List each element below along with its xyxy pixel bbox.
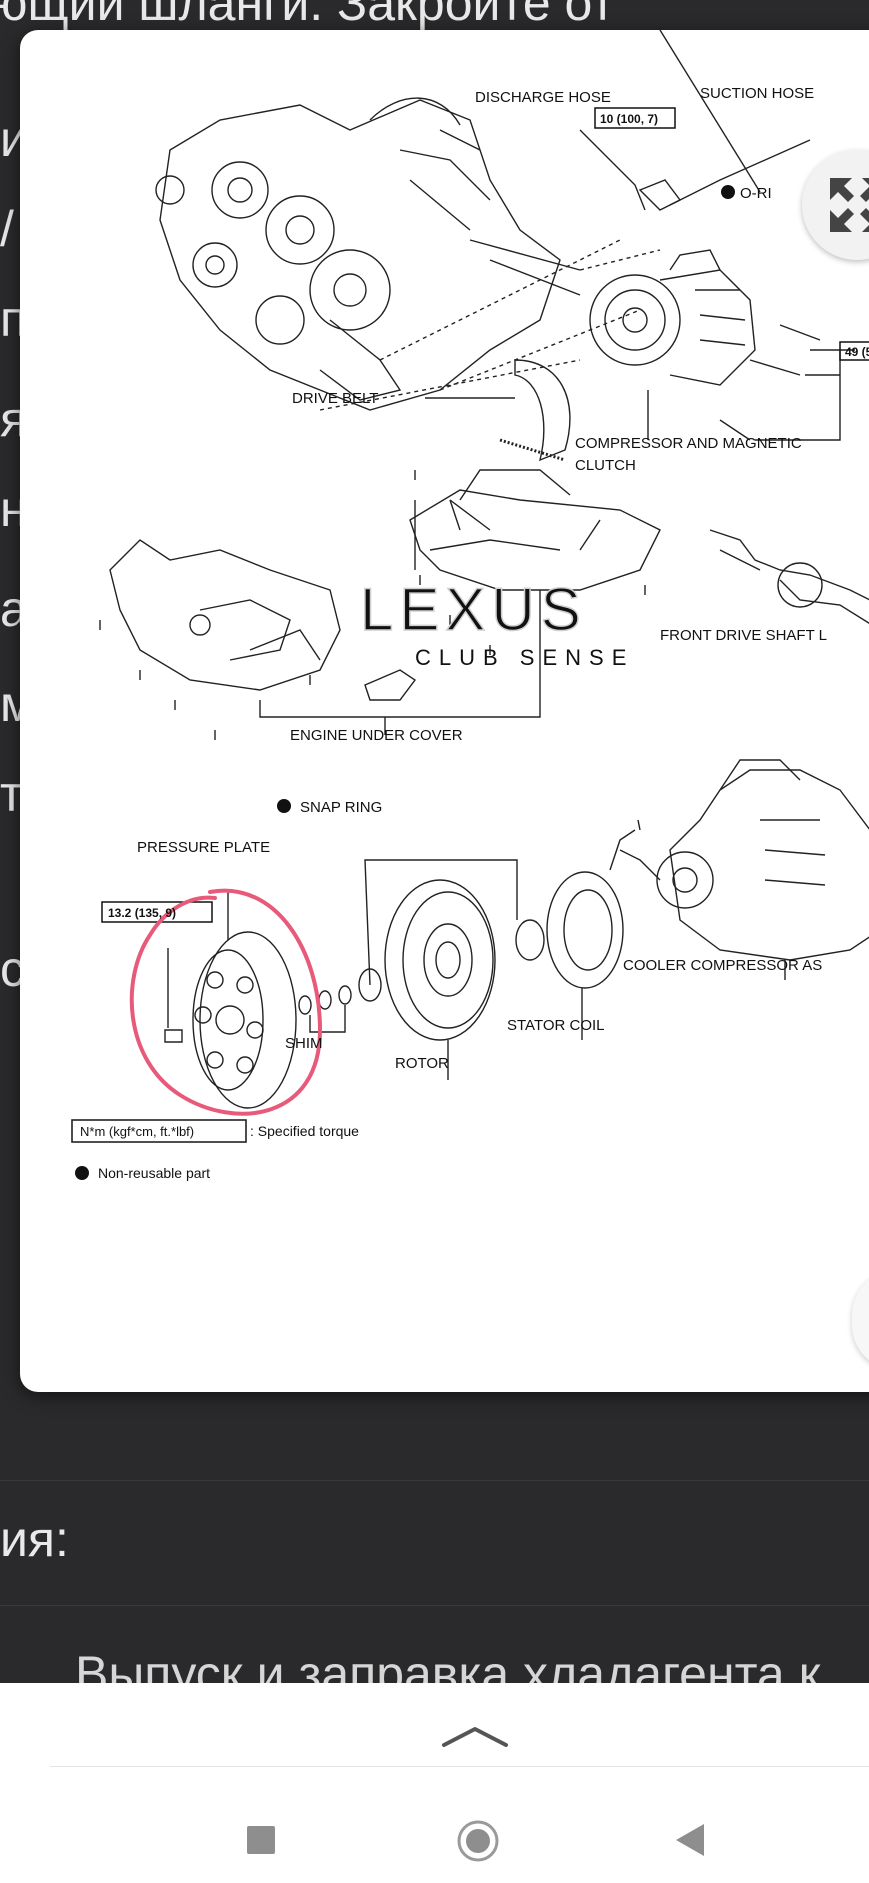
label-front-drive-shaft: FRONT DRIVE SHAFT L (660, 627, 827, 644)
label-torque-plate: 13.2 (135, 9) (108, 906, 176, 920)
system-nav-bar (0, 1683, 869, 1883)
triangle-back-icon[interactable] (674, 1822, 706, 1858)
label-snap-ring: SNAP RING (300, 799, 382, 816)
label-engine-under-cover: ENGINE UNDER COVER (290, 727, 463, 744)
square-icon[interactable] (246, 1825, 276, 1855)
watermark-brand: LEXUS (360, 576, 587, 643)
expand-icon (830, 178, 869, 232)
label-o-ring: O-RI (740, 185, 772, 202)
label-compressor-line1: COMPRESSOR AND MAGNETIC (575, 435, 802, 452)
parts-diagram[interactable]: LEXUS CLUB SENSE DISCHARGE HOSE SUCTION … (20, 30, 869, 1392)
legend-torque-text: : Specified torque (250, 1123, 359, 1139)
label-cooler-compressor: COOLER COMPRESSOR AS (623, 957, 822, 974)
legend-box-text: N*m (kgf*cm, ft.*lbf) (80, 1124, 194, 1139)
label-pressure-plate: PRESSURE PLATE (137, 839, 270, 856)
bg-top-fragment: ющий шланги. Закройте от (0, 0, 615, 31)
label-torque-right: 49 (5 (845, 345, 869, 359)
label-torque-top: 10 (100, 7) (600, 112, 658, 126)
watermark-sub: CLUB SENSE (415, 645, 634, 670)
bg-left-glyph: / (0, 201, 14, 257)
image-viewer-modal[interactable]: LEXUS CLUB SENSE DISCHARGE HOSE SUCTION … (20, 30, 869, 1392)
circle-icon[interactable] (456, 1819, 500, 1863)
bg-left-glyph: т (0, 766, 23, 822)
label-discharge-hose: DISCHARGE HOSE (475, 89, 611, 106)
expand-button[interactable] (802, 150, 869, 260)
chevron-up-icon[interactable] (440, 1721, 510, 1751)
label-shim: SHIM (285, 1035, 323, 1052)
label-compressor-line2: CLUTCH (575, 457, 636, 474)
label-rotor: ROTOR (395, 1055, 449, 1072)
next-image-button[interactable] (852, 1270, 869, 1370)
label-drive-belt: DRIVE BELT (292, 390, 378, 407)
legend-nonreusable-text: Non-reusable part (98, 1165, 210, 1181)
label-stator-coil: STATOR COIL (507, 1017, 605, 1034)
bg-section-label: ия: (0, 1511, 69, 1567)
label-suction-hose: SUCTION HOSE (700, 85, 814, 102)
